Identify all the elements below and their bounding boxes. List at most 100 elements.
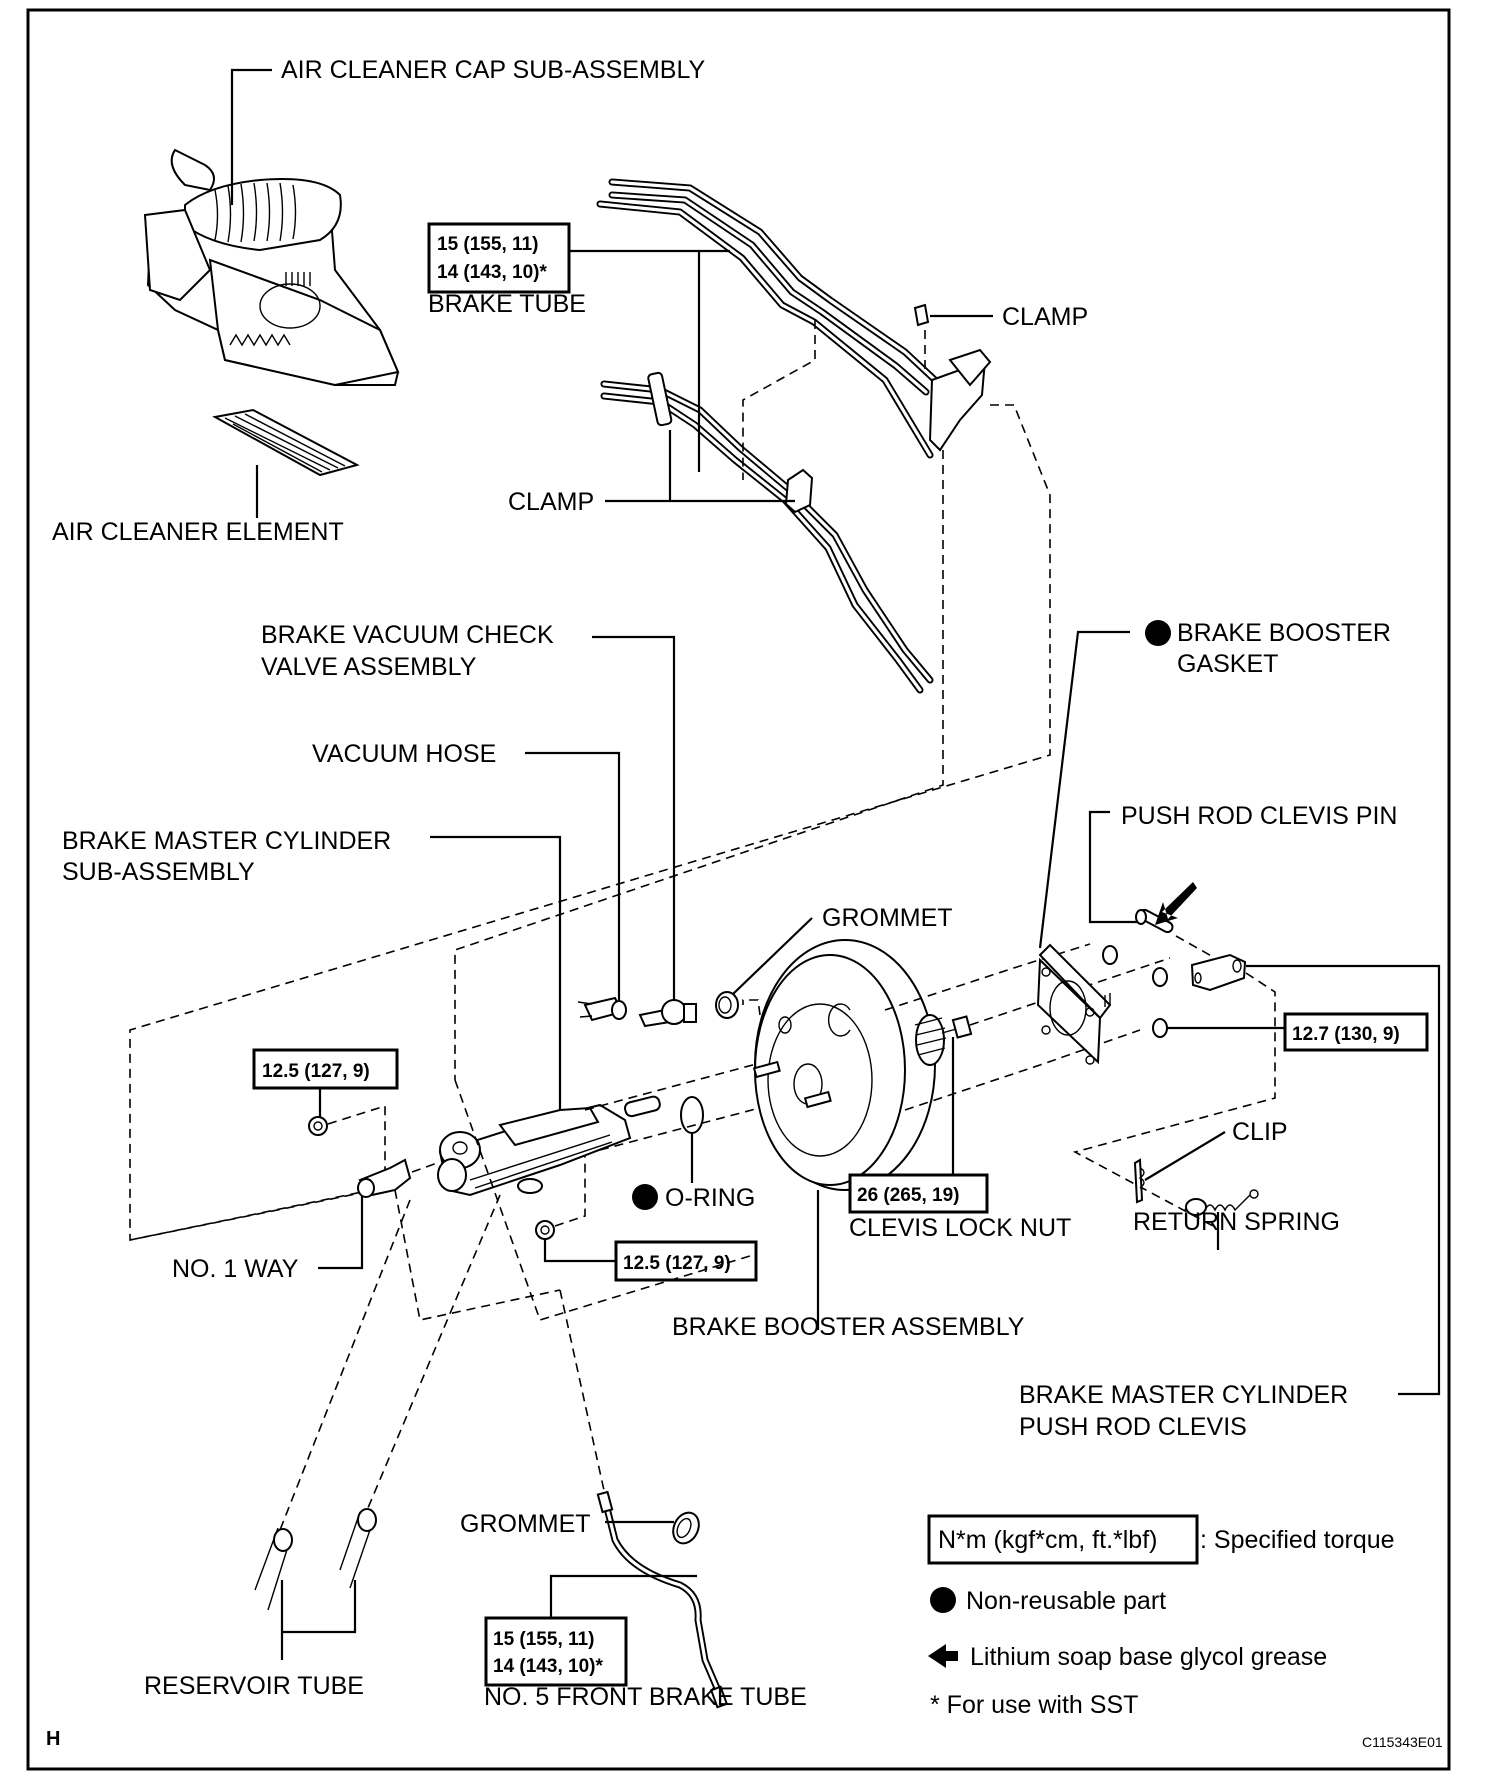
view-marker: H xyxy=(46,1728,60,1750)
vacuum-hose-leader xyxy=(525,751,621,1000)
clevis-pin-part xyxy=(1135,908,1174,934)
vacuum-hose-label: VACUUM HOSE xyxy=(312,740,496,768)
no5-tube-torque-1: 15 (155, 11) xyxy=(493,1629,594,1650)
check-valve-label-2: VALVE ASSEMBLY xyxy=(261,653,477,681)
guide-line xyxy=(559,1289,606,1496)
no1-way-label: NO. 1 WAY xyxy=(172,1255,299,1283)
guide-line xyxy=(1072,972,1276,1228)
brake-tube-torque-1: 15 (155, 11) xyxy=(437,234,538,255)
check-valve-leader xyxy=(592,635,676,1000)
guide-line xyxy=(454,450,944,1080)
guide-line xyxy=(599,1099,791,1151)
push-rod-clevis-label-2: PUSH ROD CLEVIS xyxy=(1019,1413,1247,1441)
legend-non-reusable: Non-reusable part xyxy=(966,1587,1166,1615)
legend-torque-units: N*m (kgf*cm, ft.*lbf) xyxy=(938,1526,1157,1554)
legend-non-reusable-dot-icon xyxy=(930,1587,956,1613)
guide-line xyxy=(742,320,816,480)
master-cylinder-label-1: BRAKE MASTER CYLINDER xyxy=(62,827,391,855)
check-valve-label-1: BRAKE VACUUM CHECK xyxy=(261,621,554,649)
guide-line xyxy=(1175,935,1216,959)
guide-line xyxy=(584,1062,761,1111)
grommet-bottom-label: GROMMET xyxy=(460,1510,591,1538)
booster-nut-torque: 12.7 (130, 9) xyxy=(1292,1024,1400,1045)
reservoir-tube-parts xyxy=(254,1508,377,1611)
push-rod-clevis-label-1: BRAKE MASTER CYLINDER xyxy=(1019,1381,1348,1409)
master-cyl-lower-torque-leader xyxy=(543,1236,616,1263)
o-ring-label: O-RING xyxy=(665,1184,755,1212)
no1-way-part xyxy=(357,1158,412,1198)
air-cleaner-cap-label: AIR CLEANER CAP SUB-ASSEMBLY xyxy=(281,56,706,84)
o-ring-part xyxy=(680,1096,704,1134)
guide-line xyxy=(554,1155,586,1227)
clamp-left-leader xyxy=(605,430,795,503)
booster-nut-torque-box xyxy=(1283,1012,1429,1052)
figure-frame xyxy=(26,8,1451,1771)
master-cyl-upper-torque-box xyxy=(252,1048,399,1090)
booster-nut-parts xyxy=(1102,945,1168,1038)
legend: N*m (kgf*cm, ft.*lbf) : Specified torque… xyxy=(927,1514,1395,1719)
master-cylinder-part xyxy=(437,1095,661,1197)
booster-gasket-label-1: BRAKE BOOSTER xyxy=(1177,619,1391,647)
grommet-part-top xyxy=(715,991,739,1019)
figure-code: C115343E01 xyxy=(1362,1734,1443,1750)
legend-grease: Lithium soap base glycol grease xyxy=(970,1643,1327,1671)
brake-booster-part xyxy=(752,939,973,1191)
master-cylinder-label-2: SUB-ASSEMBLY xyxy=(62,858,255,886)
brake-tube-torque-box xyxy=(427,222,571,294)
grease-arrow-icon xyxy=(1155,882,1197,925)
air-cleaner-element xyxy=(212,408,360,477)
guide-line xyxy=(279,1189,561,1531)
push-rod-clevis-leader xyxy=(1246,964,1441,1396)
reservoir-tube-leader xyxy=(280,1580,357,1660)
push-rod-clevis-part xyxy=(1190,953,1247,992)
clip-label: CLIP xyxy=(1232,1118,1288,1146)
air-cleaner-cap-sub-assembly xyxy=(143,148,400,387)
return-spring-part xyxy=(1184,1189,1259,1216)
legend-torque-box xyxy=(927,1514,1199,1565)
clip-leader xyxy=(1144,1131,1226,1181)
vacuum-hose-part xyxy=(577,996,627,1022)
booster-gasket-leader xyxy=(1038,630,1130,949)
clevis-lock-nut-torque: 26 (265, 19) xyxy=(857,1185,959,1206)
guide-line xyxy=(884,943,1091,1011)
clevis-lock-nut-label: CLEVIS LOCK NUT xyxy=(849,1214,1071,1242)
guide-line xyxy=(327,1104,386,1170)
booster-gasket-label-2: GASKET xyxy=(1177,650,1278,678)
clip-part xyxy=(1133,1158,1145,1204)
brake-tube-label: BRAKE TUBE xyxy=(428,290,586,318)
no5-tube-torque-2: 14 (143, 10)* xyxy=(493,1656,603,1677)
grommet-top-leader xyxy=(732,917,813,995)
guide-line xyxy=(742,999,761,1016)
check-valve-part xyxy=(638,999,697,1028)
brake-tube-lower xyxy=(600,380,934,694)
no5-front-brake-tube-label: NO. 5 FRONT BRAKE TUBE xyxy=(484,1683,807,1711)
no1-way-leader xyxy=(318,1196,364,1270)
brake-booster-gasket-part xyxy=(1036,943,1112,1065)
booster-assembly-label: BRAKE BOOSTER ASSEMBLY xyxy=(672,1313,1025,1341)
master-cyl-lower-torque: 12.5 (127, 9) xyxy=(623,1253,731,1274)
push-rod-clevis-pin-label: PUSH ROD CLEVIS PIN xyxy=(1121,802,1397,830)
master-cylinder-leader xyxy=(430,835,562,1155)
clevis-lock-nut-torque-box xyxy=(848,1173,989,1214)
clamp-left-label: CLAMP xyxy=(508,488,594,516)
legend-torque-desc: : Specified torque xyxy=(1200,1526,1395,1554)
brake-tube-leader xyxy=(569,249,730,472)
no5-tube-torque-box xyxy=(484,1616,628,1687)
non-reusable-dot-icon xyxy=(1145,620,1171,646)
clamp-top-label: CLAMP xyxy=(1002,303,1088,331)
air-cleaner-cap-leader xyxy=(230,68,272,205)
grommet-part-bottom xyxy=(672,1511,700,1545)
air-cleaner-element-label: AIR CLEANER ELEMENT xyxy=(52,518,344,546)
nut-part xyxy=(535,1220,555,1240)
master-cyl-upper-torque: 12.5 (127, 9) xyxy=(262,1061,370,1082)
legend-grease-arrow-icon xyxy=(928,1644,958,1668)
return-spring-label: RETURN SPRING xyxy=(1133,1208,1340,1236)
clamp-parts xyxy=(647,303,992,514)
brake-tube-upper xyxy=(596,178,954,459)
grommet-top-label: GROMMET xyxy=(822,904,953,932)
legend-sst: * For use with SST xyxy=(930,1691,1138,1719)
guide-line xyxy=(904,1029,1141,1111)
no5-tube-torque-leader xyxy=(549,1574,697,1618)
no5-front-brake-tube-part xyxy=(596,1490,729,1709)
brake-tube-torque-2: 14 (143, 10)* xyxy=(437,262,547,283)
